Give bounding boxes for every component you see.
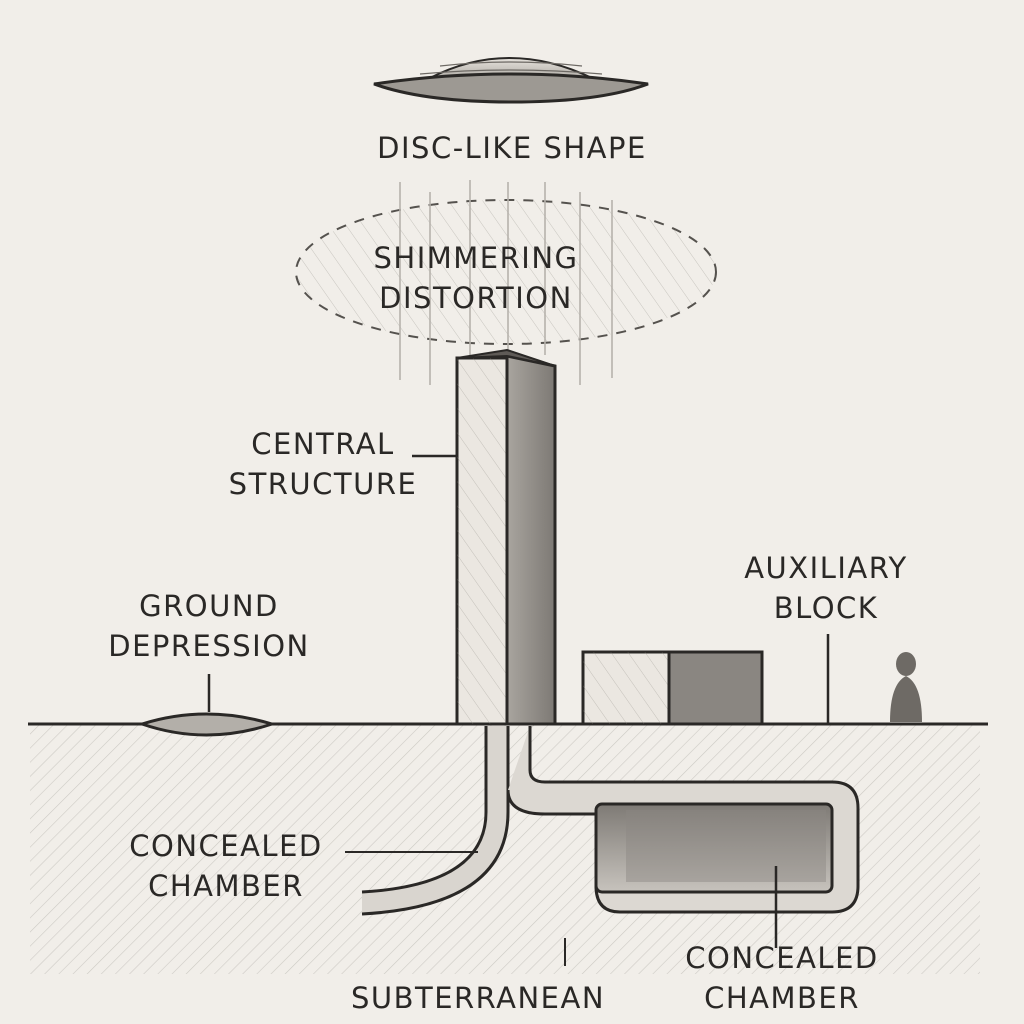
subterranean-label: SUBTERRANEAN	[350, 981, 606, 1015]
shimmering-distortion-label: SHIMMERING DISTORTION	[360, 238, 592, 318]
concealed-chamber-right-label-line2: CHAMBER	[704, 981, 860, 1015]
ground-depression-label-line2: DEPRESSION	[108, 629, 310, 663]
auxiliary-block-label: AUXILIARY BLOCK	[732, 548, 920, 628]
shimmering-distortion-label-line1: SHIMMERING	[373, 241, 579, 275]
auxiliary-block-label-line2: BLOCK	[773, 591, 879, 625]
ground-depression	[137, 674, 277, 737]
central-structure-label-line2: STRUCTURE	[228, 467, 418, 501]
shimmering-distortion	[295, 180, 717, 385]
central-structure-label: CENTRAL STRUCTURE	[218, 424, 428, 504]
concealed-chamber-left-label: CONCEALED CHAMBER	[118, 826, 334, 906]
auxiliary-block-label-line1: AUXILIARY	[744, 551, 908, 585]
ground-depression-label-line1: GROUND	[139, 589, 279, 623]
auxiliary-block	[581, 634, 830, 726]
subterranean-tunnel	[361, 726, 860, 966]
human-figure	[890, 652, 922, 722]
concealed-chamber-left-label-line1: CONCEALED	[129, 829, 323, 863]
disc-shape	[373, 57, 649, 104]
central-structure-label-line1: CENTRAL	[251, 427, 395, 461]
shimmering-distortion-label-line2: DISTORTION	[379, 281, 573, 315]
concealed-chamber-right-label-line1: CONCEALED	[685, 941, 879, 975]
central-structure	[412, 348, 557, 726]
disc-shape-label: DISC-LIKE SHAPE	[377, 131, 647, 165]
concealed-chamber-left-label-line2: CHAMBER	[148, 869, 304, 903]
concealed-chamber-right-label: CONCEALED CHAMBER	[676, 938, 888, 1018]
ground-depression-label: GROUND DEPRESSION	[100, 586, 318, 666]
